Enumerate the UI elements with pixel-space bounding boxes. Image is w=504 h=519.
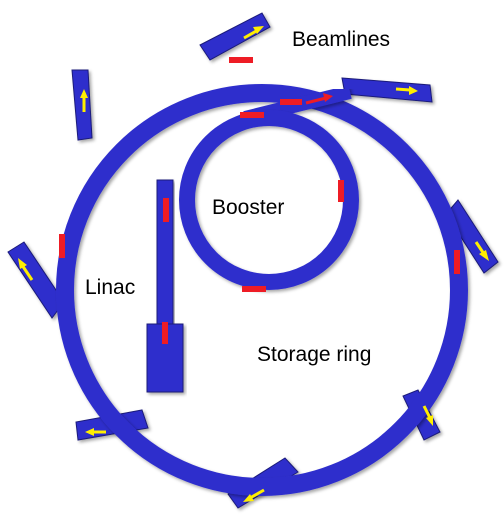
photon-arrow: [243, 26, 264, 40]
magnet: [59, 234, 65, 258]
magnet: [338, 180, 344, 202]
photon-arrow: [18, 258, 34, 281]
booster-label: Booster: [212, 196, 284, 219]
beamline-upper-left: [71, 69, 93, 141]
magnets: [59, 57, 460, 344]
storage-ring: [56, 84, 468, 496]
linac-label: Linac: [85, 276, 135, 299]
magnet: [229, 57, 253, 63]
booster-ring: [179, 110, 359, 290]
magnet: [162, 322, 168, 344]
photon-arrow: [80, 89, 88, 112]
photon-arrow: [243, 488, 265, 502]
beamline-top-left: [199, 12, 271, 61]
magnet: [242, 286, 266, 292]
photon-arrow: [474, 241, 489, 261]
magnet: [454, 250, 460, 274]
beamline-left: [7, 241, 65, 319]
beamline-top-right: [341, 77, 433, 103]
storage-ring-label: Storage ring: [257, 343, 371, 366]
beamlines-label: Beamlines: [292, 28, 390, 51]
photon-arrow: [85, 428, 106, 436]
transfer-arrow: [305, 93, 333, 105]
photon-arrow: [422, 405, 433, 426]
photon-arrow: [395, 86, 418, 95]
magnet: [240, 112, 264, 118]
photon-arrows: [18, 26, 489, 502]
magnet: [280, 99, 302, 105]
magnet: [163, 198, 169, 222]
